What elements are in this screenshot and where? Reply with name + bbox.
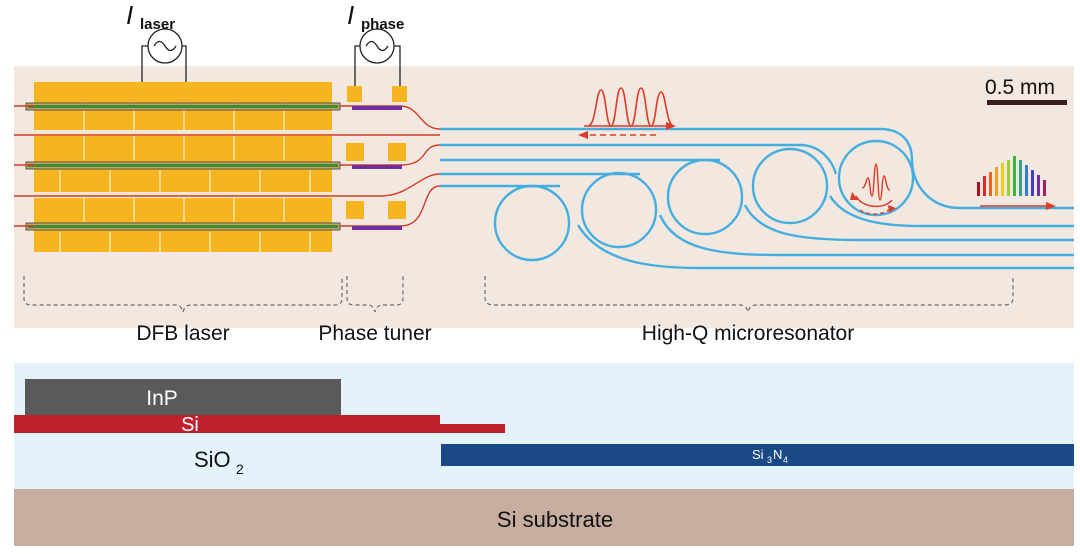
sin-label-si: Si [752, 447, 764, 462]
sio2-label-sub: 2 [236, 461, 244, 477]
laser-current-subscript: laser [140, 16, 175, 33]
phase-current-symbol: I [347, 0, 354, 30]
inp-label: InP [146, 387, 178, 410]
phase-current-subscript: phase [361, 16, 404, 33]
sin-label-sub3: 3 [767, 455, 772, 465]
microresonator-array [440, 127, 1074, 270]
si-taper [440, 424, 505, 433]
soliton-icon [850, 163, 896, 215]
frequency-comb-icon [977, 156, 1056, 210]
section-braces [23, 276, 1014, 313]
si-layer [14, 415, 440, 433]
pulse-train-icon [578, 87, 676, 139]
sin-label-n: N [773, 447, 782, 462]
phase-tuner [346, 86, 407, 230]
microresonator-label: High-Q microresonator [642, 322, 854, 345]
si-label: Si [181, 414, 199, 436]
substrate-label: Si substrate [497, 507, 613, 532]
sin-label-sub4: 4 [783, 455, 788, 465]
si-waveguides [14, 105, 505, 227]
sio2-label-base: SiO [194, 447, 231, 472]
phase-tuner-label: Phase tuner [318, 322, 431, 345]
si-substrate-layer [14, 489, 1074, 546]
dfb-laser-array [25, 82, 341, 252]
scale-bar-label: 0.5 mm [985, 76, 1055, 99]
laser-current-symbol: I [126, 0, 133, 30]
sin-label: Si 3 N 4 [752, 447, 788, 465]
inp-layer [25, 379, 341, 415]
sin-layer [441, 444, 1074, 466]
sio2-label: SiO 2 [194, 447, 244, 477]
dfb-laser-label: DFB laser [136, 322, 229, 345]
scale-bar: 0.5 mm [985, 76, 1067, 105]
